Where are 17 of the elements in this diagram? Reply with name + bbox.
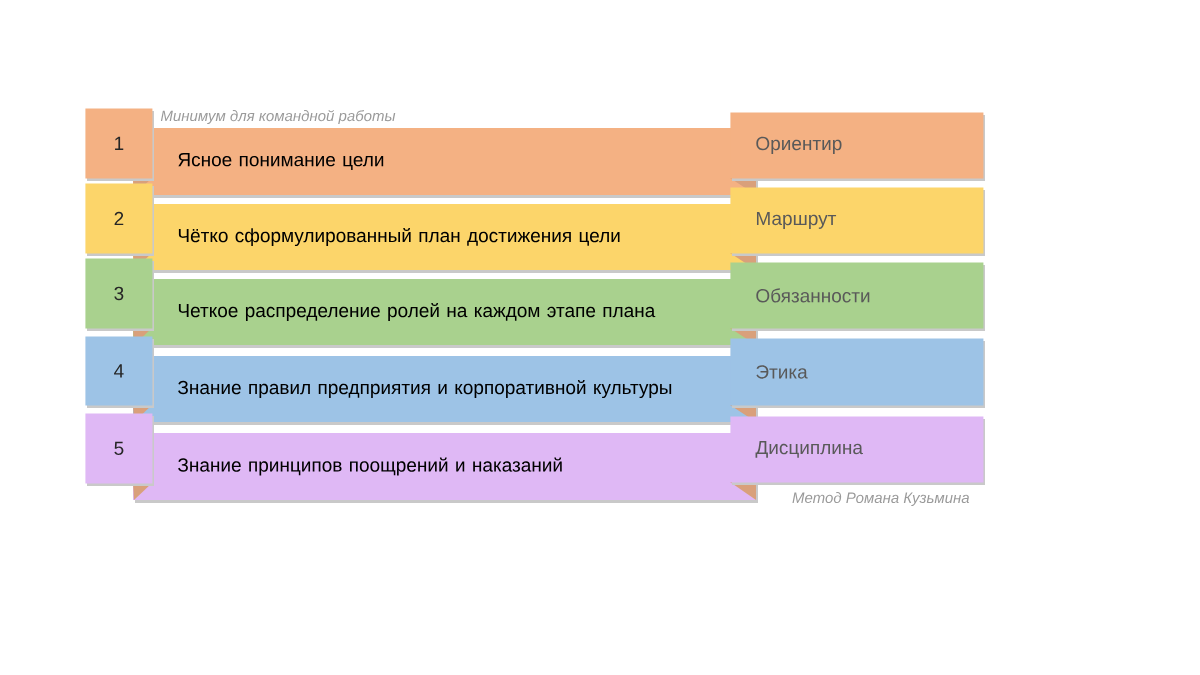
label-tab: Маршрут bbox=[730, 187, 985, 256]
number-tab: 1 bbox=[85, 108, 154, 181]
number-tab: 4 bbox=[85, 336, 154, 408]
node-label: Ориентир bbox=[756, 136, 842, 154]
node-label: Маршрут bbox=[756, 211, 837, 229]
number-tab: 3 bbox=[85, 258, 154, 331]
heading: Минимум для командной работы bbox=[160, 109, 396, 125]
node-label: Дисциплина bbox=[755, 440, 863, 458]
label-tab: Дисциплина bbox=[730, 416, 985, 485]
number-tab: 2 bbox=[85, 183, 154, 256]
node-label: Этика bbox=[756, 365, 808, 379]
number-tab: 5 bbox=[85, 413, 154, 486]
label-tab: Обязанности bbox=[730, 262, 985, 331]
node-label: Обязанности bbox=[756, 288, 870, 303]
label-tab: Этика bbox=[730, 338, 985, 408]
caption: Метод Романа Кузьмина bbox=[792, 492, 970, 506]
label-tab: Ориентир bbox=[730, 112, 985, 181]
